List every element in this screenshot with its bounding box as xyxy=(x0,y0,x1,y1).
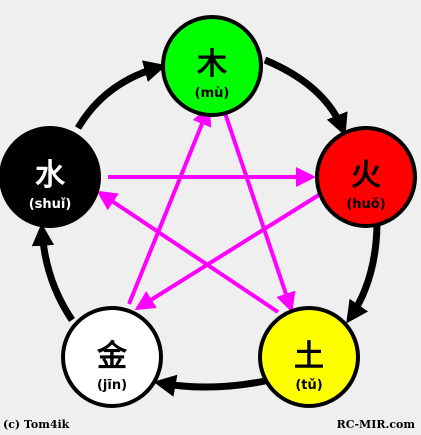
earth-circle xyxy=(258,306,360,408)
water-char: 水 xyxy=(35,158,66,193)
earth-char: 土 xyxy=(294,339,324,374)
arrow-wood-to-earth xyxy=(223,112,296,313)
site-credit: RC-MIR.com xyxy=(336,418,415,431)
arrow-metal-to-water xyxy=(31,223,75,322)
arrow-earth-to-metal xyxy=(153,374,266,397)
node-earth: 土 (tǔ) xyxy=(258,306,360,408)
earth-pinyin: (tǔ) xyxy=(295,378,322,393)
arrow-metal-to-wood xyxy=(127,105,212,305)
water-pinyin: (shuǐ) xyxy=(29,197,72,212)
metal-circle xyxy=(61,306,163,408)
overcoming-cycle xyxy=(96,105,324,314)
node-metal: 金 (jīn) xyxy=(61,306,163,408)
fire-pinyin: (huǒ) xyxy=(346,197,385,212)
wood-circle xyxy=(161,15,263,117)
arrow-fire-to-earth xyxy=(346,224,381,324)
diagram-canvas: 木 (mù) 火 (huǒ) 土 (tǔ) 金 (jīn) 水 (shuǐ) xyxy=(0,15,417,408)
arrow-water-to-wood xyxy=(74,60,167,130)
fire-char: 火 xyxy=(351,158,381,193)
arrow-earth-to-water xyxy=(96,190,280,314)
wood-char: 木 xyxy=(196,47,227,82)
arrow-fire-to-metal xyxy=(134,191,324,311)
node-fire: 火 (huǒ) xyxy=(315,126,417,228)
water-circle xyxy=(0,126,101,228)
node-water: 水 (shuǐ) xyxy=(0,126,101,228)
generating-cycle xyxy=(31,56,381,397)
wood-pinyin: (mù) xyxy=(195,86,230,101)
arrow-wood-to-fire xyxy=(263,56,348,137)
node-wood: 木 (mù) xyxy=(161,15,263,117)
metal-pinyin: (jīn) xyxy=(97,378,127,393)
metal-char: 金 xyxy=(96,339,128,374)
copyright-credit: (c) Tom4ik xyxy=(3,418,70,431)
fire-circle xyxy=(315,126,417,228)
